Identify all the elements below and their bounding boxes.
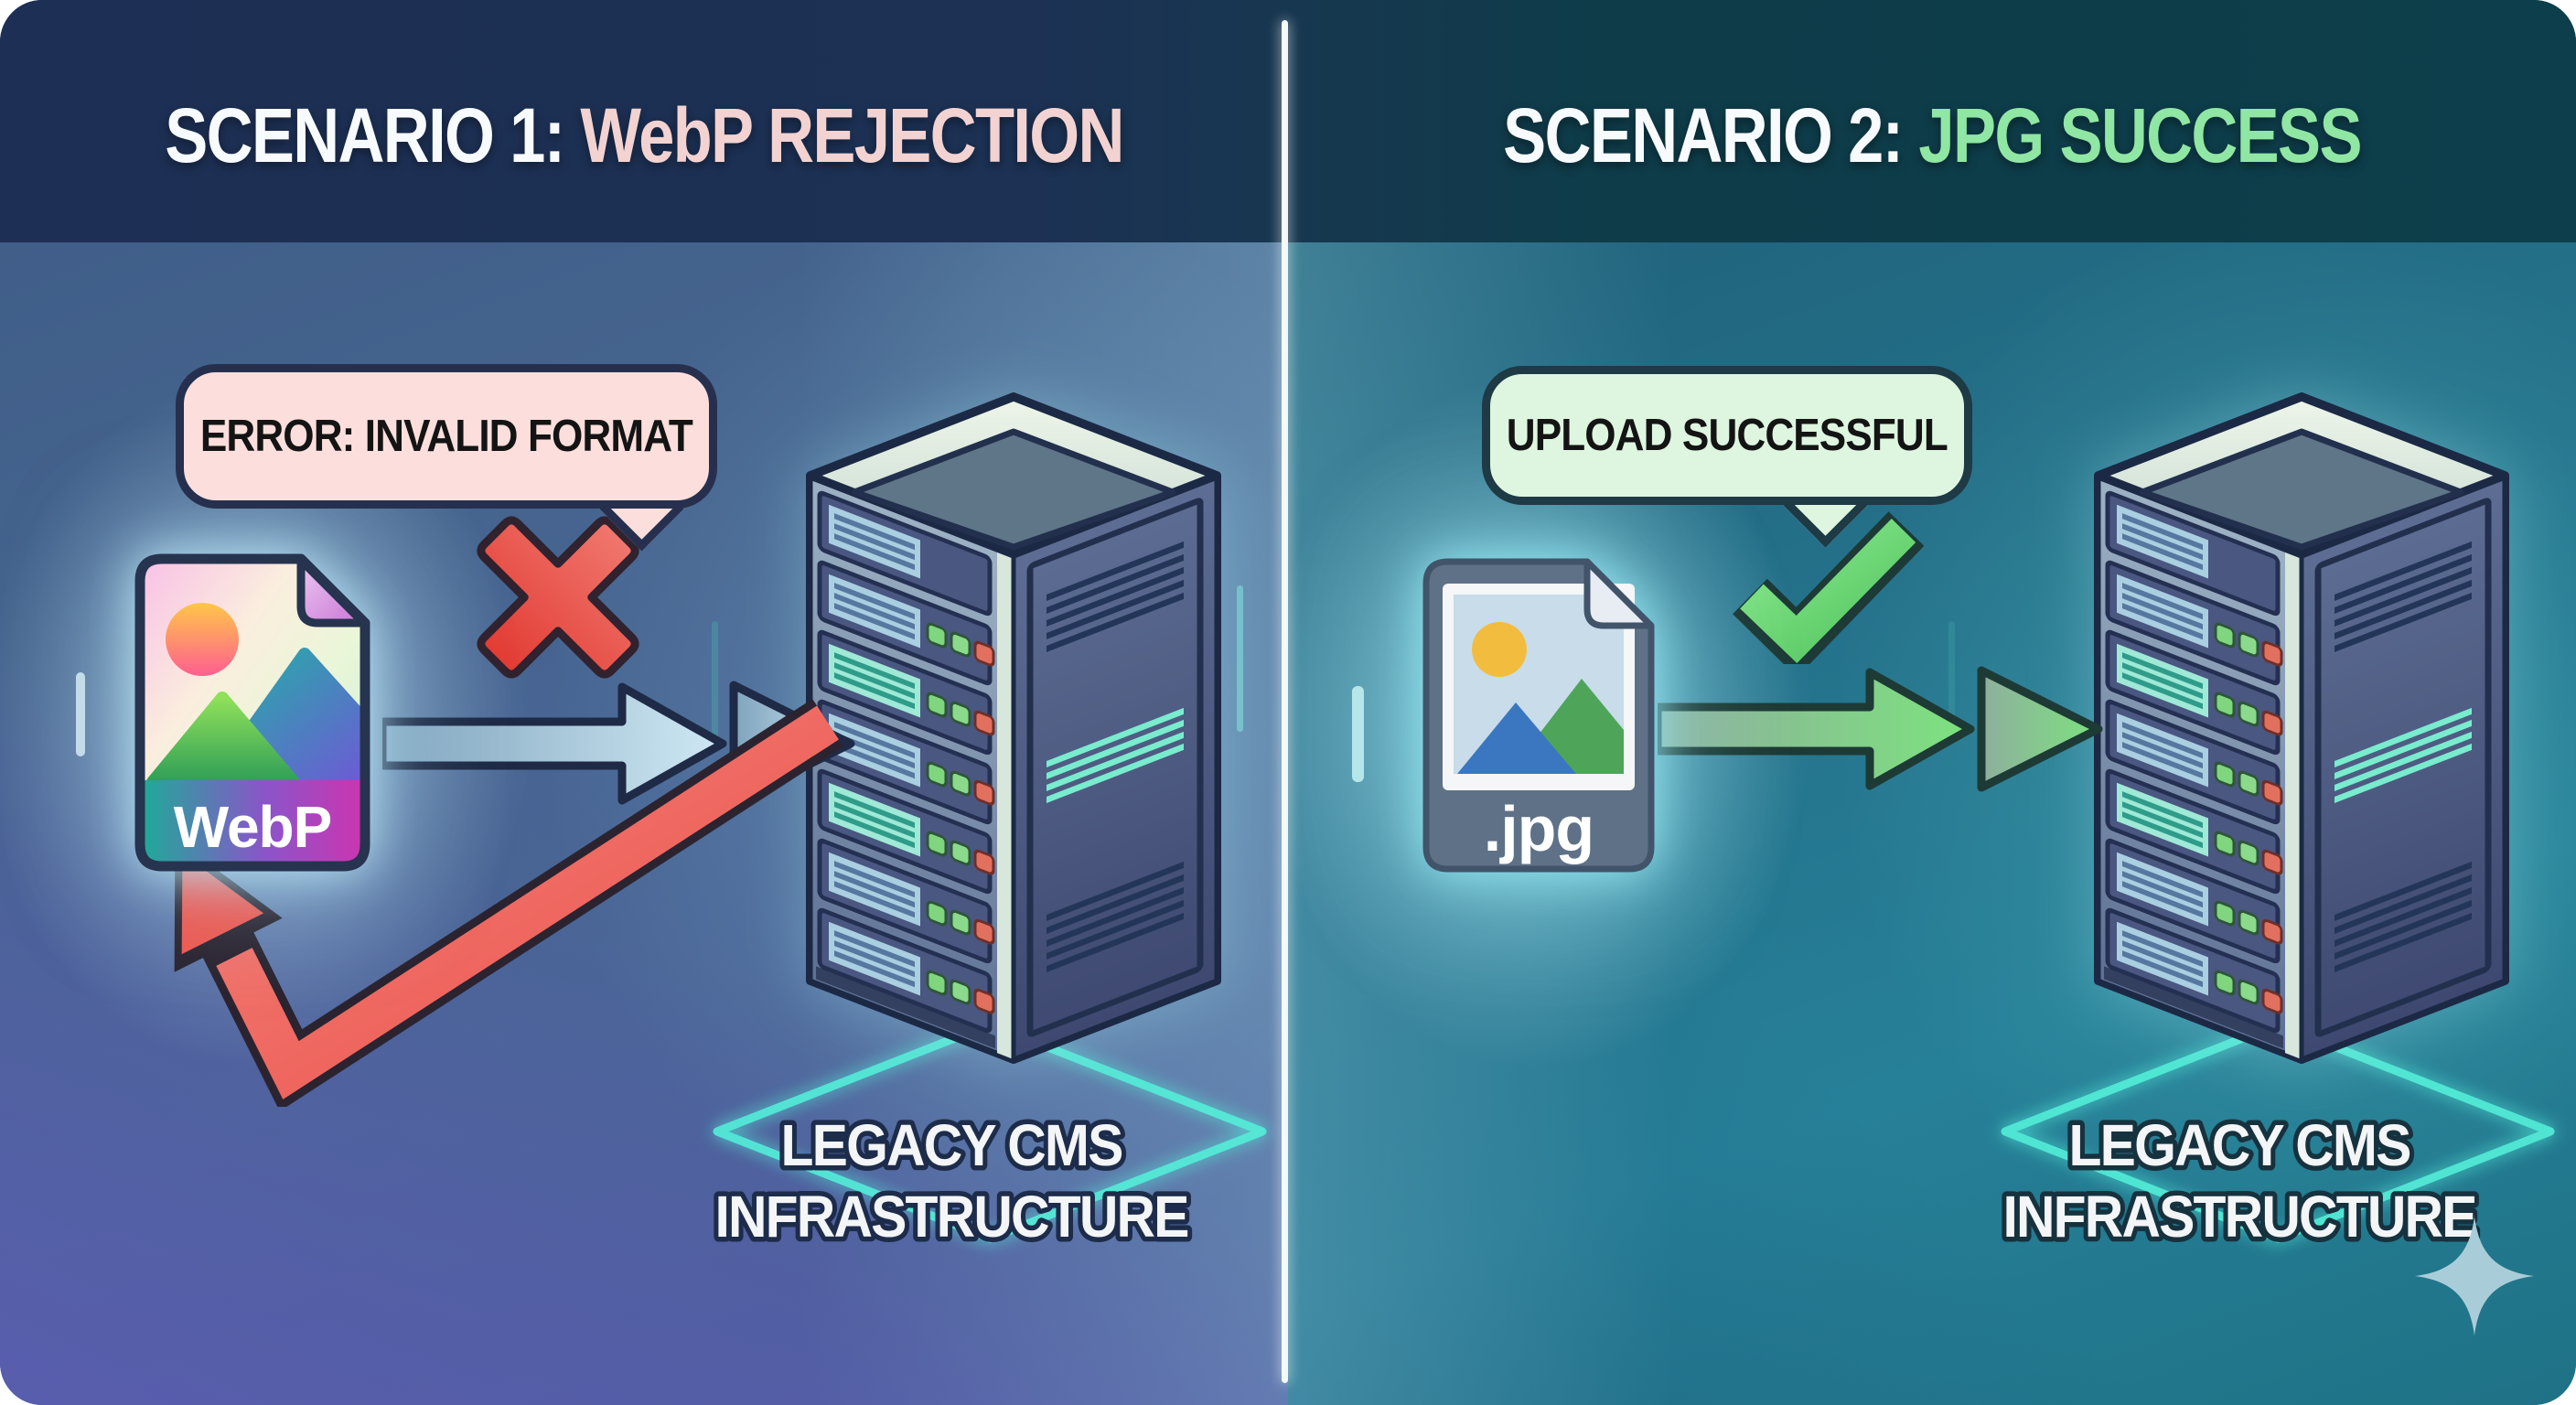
webp-badge-label: WebP [174, 794, 332, 860]
error-speech-bubble: ERROR: INVALID FORMAT [176, 364, 717, 509]
success-speech-bubble: UPLOAD SUCCESSFUL [1482, 366, 1972, 505]
scenario-2-title: SCENARIO 2: JPG SUCCESS [1391, 79, 2474, 192]
server-label-left: LEGACY CMS INFRASTRUCTURE [710, 1109, 1195, 1255]
header-band: SCENARIO 1: WebP REJECTION SCENARIO 2: J… [0, 0, 2576, 242]
server-label-line2: INFRASTRUCTURE [714, 1185, 1187, 1250]
scenario-1-prefix: SCENARIO 1: [165, 92, 565, 178]
speed-line [1948, 621, 1955, 742]
floor-glow-icon [2001, 1020, 2555, 1243]
jpg-file-icon: .jpg [1422, 558, 1655, 873]
scenario-1-title: SCENARIO 1: WebP REJECTION [103, 79, 1186, 192]
server-label-line2: INFRASTRUCTURE [2002, 1185, 2475, 1250]
scenario-2-highlight: JPG SUCCESS [1918, 92, 2362, 178]
scenario-2-prefix: SCENARIO 2: [1503, 92, 1904, 178]
error-x-icon [477, 516, 639, 679]
upload-arrow-icon [1658, 666, 2103, 792]
server-label-line1: LEGACY CMS [781, 1113, 1122, 1179]
speed-line [712, 621, 718, 742]
speed-line [1237, 585, 1243, 732]
sparkle-icon [2415, 1217, 2534, 1335]
server-rack-icon [2091, 384, 2512, 1079]
panel-divider [1282, 20, 1288, 1383]
server-label-right: LEGACY CMS INFRASTRUCTURE [1998, 1109, 2483, 1255]
webp-file-icon: WebP [134, 553, 370, 872]
speed-line [1352, 686, 1364, 782]
rejected-return-arrow-icon [174, 698, 843, 1107]
jpg-badge-label: .jpg [1484, 793, 1594, 864]
success-check-icon [1733, 511, 1924, 664]
scenario-1-highlight: WebP REJECTION [580, 92, 1124, 178]
server-label-line1: LEGACY CMS [2069, 1113, 2410, 1179]
error-bubble-text: ERROR: INVALID FORMAT [199, 412, 693, 461]
speed-line [76, 672, 85, 756]
success-bubble-text: UPLOAD SUCCESSFUL [1506, 411, 1948, 460]
floor-glow-icon [713, 1020, 1267, 1243]
